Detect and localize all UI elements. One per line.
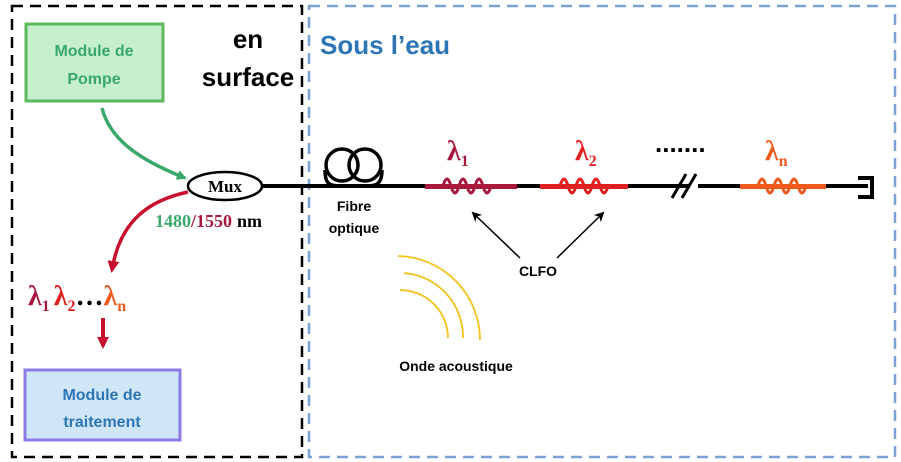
processing-module-line1: Module de [62, 387, 141, 404]
grating2-coil-icon [558, 177, 610, 195]
grating1-segment [425, 184, 517, 189]
signal-wavelength: 1550 [196, 211, 232, 231]
underwater-region [307, 4, 897, 459]
mux-to-output-arrow [107, 190, 189, 273]
demux-lambda1-sub: 1 [42, 298, 50, 315]
processing-module-box [23, 368, 182, 442]
grating2-lambda: λ2 [575, 136, 597, 170]
gratingn-lambda: λn [765, 136, 788, 170]
demux-dots: … [76, 281, 104, 312]
pump-module-line1: Module de [54, 43, 133, 60]
pump-wavelength: 1480 [155, 211, 191, 231]
fiber-break-mark [680, 173, 698, 199]
acoustic-wave-label: Onde acoustique [399, 358, 513, 374]
fiber-label-line2: optique [329, 220, 380, 236]
fiber-break-mark [670, 173, 688, 199]
demux-lambdan-sub: n [117, 298, 126, 315]
demux-lambda2: λ [54, 281, 68, 312]
grating1-coil-icon [441, 177, 493, 195]
pump-module-line2: Pompe [67, 71, 120, 88]
mux-ellipse [186, 170, 264, 202]
grating1-lambda: λ1 [447, 136, 469, 170]
pump-to-mux-arrow [100, 107, 187, 180]
acoustic-wave-icon [397, 255, 481, 341]
clfo-arrow-2 [556, 211, 605, 259]
fiber-end-cap [858, 176, 874, 199]
surface-region [10, 4, 304, 459]
gratingn-coil-icon [756, 177, 808, 195]
demux-lambdan: λ [104, 281, 118, 312]
surface-title-line2: surface [202, 62, 295, 92]
pump-module-box [24, 22, 165, 103]
demux-lambda2-sub: 2 [68, 298, 76, 315]
mux-label: Mux [208, 177, 243, 196]
fiber-label-line1: Fibre [337, 198, 371, 214]
fiber-coil-icon [323, 147, 384, 188]
clfo-label: CLFO [519, 263, 557, 279]
wavelength-unit: nm [237, 211, 262, 231]
demux-lambda1: λ [28, 281, 42, 312]
clfo-arrow-1 [471, 211, 521, 259]
processing-module-line2: traitement [63, 414, 141, 431]
underwater-title: Sous l’eau [320, 30, 450, 60]
surface-title-line1: en [233, 24, 263, 54]
wavelength-separator: / [190, 211, 197, 231]
grating-ellipsis: ....... [655, 128, 706, 158]
